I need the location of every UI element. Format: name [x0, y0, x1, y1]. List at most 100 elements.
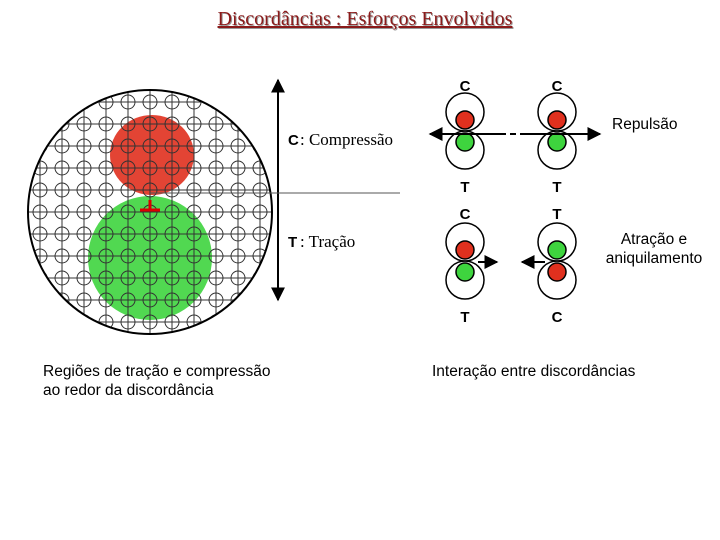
dislocation-ring	[537, 260, 577, 300]
lattice-atom	[230, 138, 246, 154]
lattice-atom	[143, 337, 157, 351]
lattice-atom	[208, 204, 224, 220]
lattice-atom	[142, 248, 158, 264]
lattice-atom	[252, 182, 268, 198]
dislocation-core	[455, 110, 475, 130]
lattice-atom	[98, 160, 114, 176]
lattice-atom	[32, 292, 48, 308]
lattice-atom	[32, 204, 48, 220]
lattice-atom	[252, 94, 268, 110]
lattice-atom	[253, 337, 267, 351]
lattice-atom	[208, 270, 224, 286]
lattice-atom	[231, 337, 245, 351]
compression-letter: C	[288, 132, 299, 149]
attraction-label: Atração e aniquilamento	[596, 230, 712, 268]
lattice-atom	[76, 182, 92, 198]
lattice-atom	[11, 315, 25, 329]
lattice-atom	[120, 138, 136, 154]
lattice-atom	[99, 337, 113, 351]
lattice-atom	[120, 116, 136, 132]
lattice-atom	[76, 116, 92, 132]
lattice-atom	[142, 314, 158, 330]
lattice-atom	[11, 95, 25, 109]
right-caption: Interação entre discordâncias	[432, 363, 636, 380]
repulsion-label: Repulsão	[612, 116, 678, 133]
dislocation-core	[455, 132, 475, 152]
lattice-atom	[120, 314, 136, 330]
lattice-atom	[186, 116, 202, 132]
lattice-atom	[230, 226, 246, 242]
lattice-atom	[164, 248, 180, 264]
dislocation-symbol	[140, 200, 160, 212]
lattice-atom	[252, 204, 268, 220]
lattice-atom	[76, 160, 92, 176]
lattice-atom	[209, 337, 223, 351]
pair-label: T	[460, 179, 469, 196]
dislocation-ring	[445, 260, 485, 300]
lattice-atom	[54, 204, 70, 220]
lattice-atom	[120, 270, 136, 286]
compression-label: : Compressão	[300, 130, 393, 149]
lattice-atom	[11, 227, 25, 241]
lattice-atom	[164, 116, 180, 132]
lattice-atom	[208, 160, 224, 176]
lattice-atom	[33, 337, 47, 351]
lattice-atom	[208, 182, 224, 198]
lattice-atom	[98, 248, 114, 264]
left-caption-line2: ao redor da discordância	[43, 382, 214, 399]
lattice-atom	[186, 182, 202, 198]
lattice-atom	[252, 292, 268, 308]
lattice-atom	[32, 182, 48, 198]
lattice-atom	[54, 138, 70, 154]
lattice-atom	[76, 204, 92, 220]
page-title: Discordâncias : Esforços Envolvidos	[217, 8, 513, 30]
dislocation-core	[455, 240, 475, 260]
lattice-atom	[32, 94, 48, 110]
lattice-atom	[54, 270, 70, 286]
lattice-atom	[76, 270, 92, 286]
lattice-atom	[164, 182, 180, 198]
pair-label: C	[552, 78, 563, 95]
lattice-atom	[98, 138, 114, 154]
lattice-atom	[99, 73, 113, 87]
stress-field-circle	[11, 73, 289, 351]
lattice-atom	[275, 337, 289, 351]
lattice-atom	[120, 160, 136, 176]
lattice-atom	[186, 292, 202, 308]
lattice-atom	[11, 73, 25, 87]
pair-label: T	[552, 179, 561, 196]
lattice-atom	[164, 270, 180, 286]
lattice-atom	[252, 226, 268, 242]
lattice-atom	[11, 117, 25, 131]
lattice-atom	[142, 94, 158, 110]
dislocation-core	[455, 262, 475, 282]
lattice-atom	[54, 314, 70, 330]
lattice-atom	[208, 292, 224, 308]
lattice-atom	[209, 73, 223, 87]
lattice-atom	[142, 292, 158, 308]
attraction-line1: Atração e	[620, 231, 688, 248]
lattice-atom	[11, 161, 25, 175]
lattice-atom	[208, 116, 224, 132]
lattice-atom	[120, 226, 136, 242]
lattice-atom	[230, 270, 246, 286]
lattice-atom	[33, 73, 47, 87]
lattice-atom	[252, 314, 268, 330]
lattice-atom	[54, 160, 70, 176]
lattice-atom	[230, 204, 246, 220]
attraction-line2: aniquilamento	[605, 250, 703, 267]
pair-label: T	[552, 206, 561, 223]
lattice-atom	[142, 270, 158, 286]
dislocation-core	[547, 132, 567, 152]
lattice-atom	[164, 160, 180, 176]
lattice-atom	[54, 248, 70, 264]
pair-label: C	[552, 309, 563, 326]
lattice-atom	[76, 226, 92, 242]
pair-label: T	[460, 309, 469, 326]
tension-letter: T	[288, 234, 297, 251]
lattice-atom	[164, 94, 180, 110]
dislocation-core	[547, 110, 567, 130]
lattice-atom	[98, 270, 114, 286]
